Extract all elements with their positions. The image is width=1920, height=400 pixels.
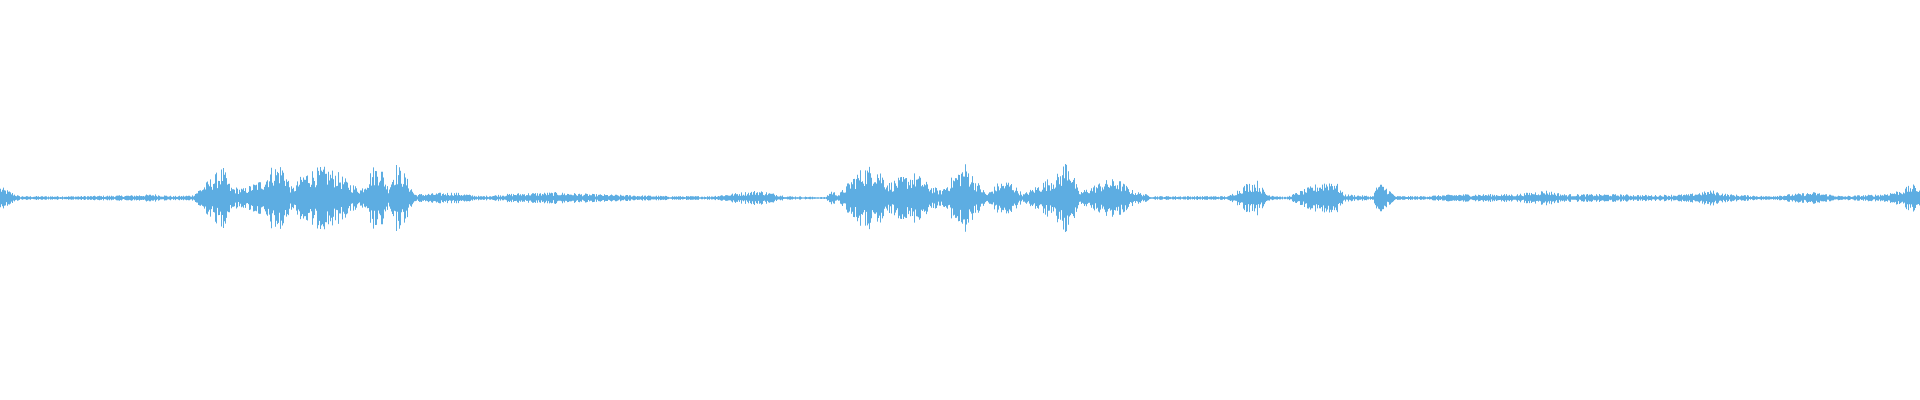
waveform-bars [0, 164, 1920, 232]
waveform-path [0, 164, 1920, 232]
